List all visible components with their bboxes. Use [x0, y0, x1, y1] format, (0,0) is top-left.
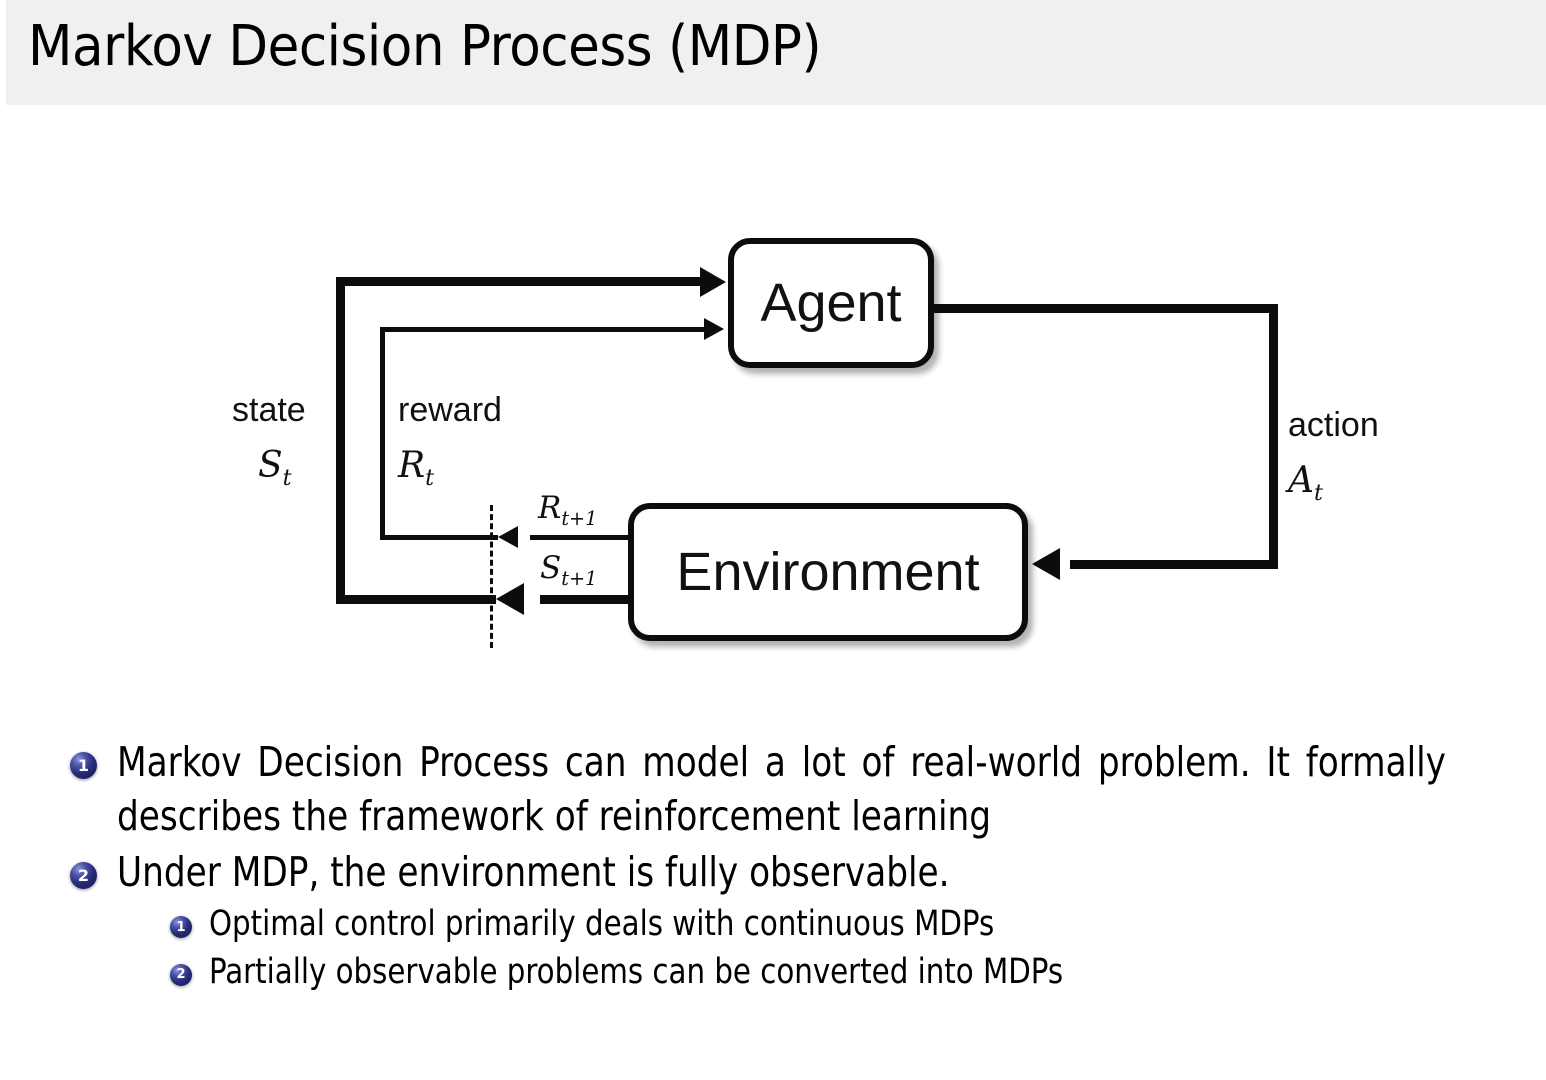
bullet-text: Optimal control primarily deals with con… — [209, 904, 995, 945]
reward-edge-bottom-segment — [380, 535, 498, 540]
reward-symbol-sub: t — [425, 465, 435, 492]
reward-word-label: reward — [398, 391, 502, 429]
bullet-text: Under MDP, the environment is fully obse… — [117, 848, 950, 897]
environment-node: Environment — [628, 503, 1028, 641]
next-reward-arrowhead — [498, 526, 518, 548]
action-symbol-sub: t — [1314, 480, 1323, 507]
action-edge-top-segment — [930, 304, 1278, 313]
agent-node: Agent — [728, 238, 934, 368]
action-symbol-base: A — [1288, 460, 1314, 501]
state-symbol-sub: t — [282, 465, 292, 492]
reward-symbol-label: Rt — [398, 448, 434, 490]
reward-symbol-base: R — [398, 445, 426, 486]
list-item: 2 Under MDP, the environment is fully ob… — [70, 845, 1546, 899]
timestep-separator-dashed-line — [490, 505, 493, 648]
next-state-symbol-label: St+1 — [540, 550, 598, 591]
slide-header-bar: Markov Decision Process (MDP) — [6, 0, 1546, 105]
reward-edge-left-segment — [380, 327, 385, 540]
action-symbol-label: At — [1288, 463, 1323, 505]
bullet-number-badge: 1 — [70, 752, 97, 779]
next-state-sub: t+1 — [561, 567, 598, 591]
next-reward-symbol-label: Rt+1 — [538, 490, 598, 531]
next-state-edge-line — [540, 595, 632, 604]
mdp-interaction-diagram: Agent Environment Rt+1 St+1 state St rew… — [0, 105, 1546, 705]
state-word-label: state — [232, 391, 306, 429]
next-state-arrowhead — [496, 583, 524, 615]
bullet-text: Markov Decision Process can model a lot … — [117, 738, 1446, 841]
state-symbol-label: St — [258, 448, 292, 490]
next-reward-edge-line — [530, 535, 630, 540]
state-edge-top-segment — [336, 277, 704, 286]
reward-edge-top-segment — [380, 327, 708, 332]
state-edge-left-segment — [336, 277, 345, 604]
next-state-base: S — [540, 550, 562, 586]
list-item: 2 Partially observable problems can be c… — [170, 949, 1546, 996]
action-edge-arrowhead — [1032, 548, 1060, 580]
page-title: Markov Decision Process (MDP) — [28, 14, 822, 79]
environment-node-label: Environment — [676, 542, 980, 602]
reward-edge-arrowhead — [704, 318, 724, 340]
action-word-label: action — [1288, 406, 1379, 444]
list-item: 1 Markov Decision Process can model a lo… — [70, 735, 1546, 843]
bullet-list: 1 Markov Decision Process can model a lo… — [0, 735, 1546, 996]
state-edge-arrowhead — [700, 267, 726, 297]
state-edge-bottom-segment — [336, 595, 496, 604]
bullet-number-badge: 2 — [170, 963, 192, 986]
bullet-text: Partially observable problems can be con… — [209, 951, 1064, 992]
action-edge-bottom-segment — [1070, 560, 1278, 569]
bullet-number-badge: 1 — [170, 916, 192, 939]
state-symbol-base: S — [258, 445, 283, 486]
next-reward-base: R — [538, 490, 562, 526]
next-reward-sub: t+1 — [561, 507, 598, 531]
action-edge-right-segment — [1269, 304, 1278, 568]
agent-node-label: Agent — [760, 273, 902, 333]
bullet-number-badge: 2 — [70, 862, 97, 890]
list-item: 1 Optimal control primarily deals with c… — [170, 901, 1546, 948]
